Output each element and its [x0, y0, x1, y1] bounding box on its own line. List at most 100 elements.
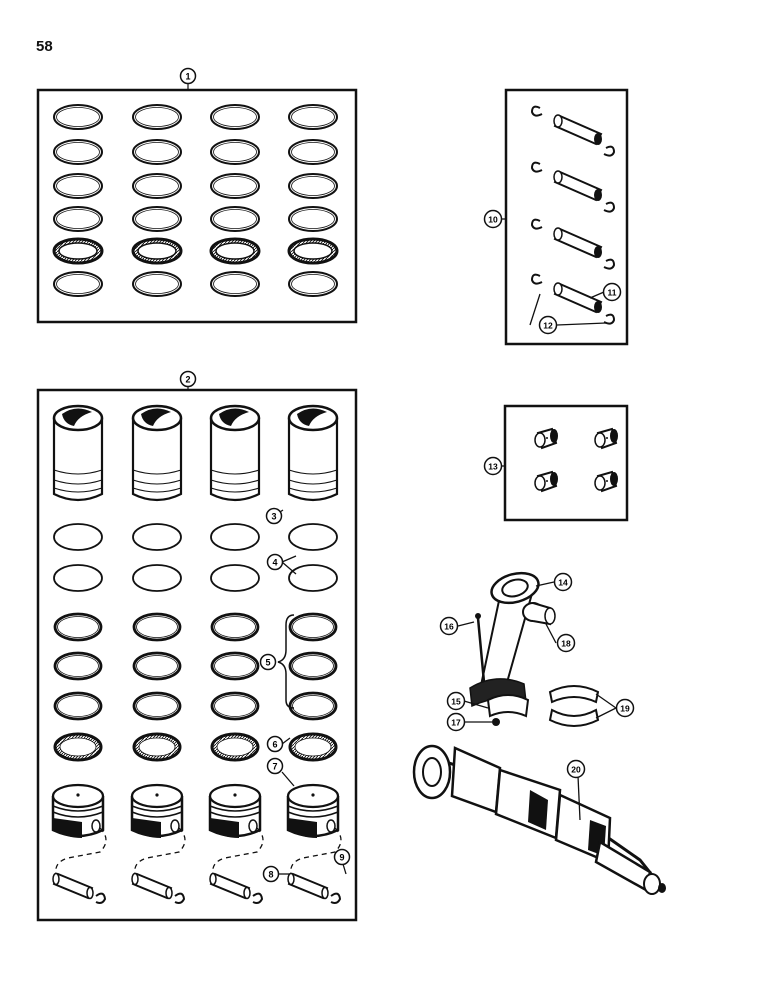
piston-ring	[132, 139, 182, 165]
pin-and-retainer-set	[530, 105, 616, 325]
piston-ring	[135, 107, 179, 127]
sleeve-o-ring	[210, 564, 260, 592]
svg-text:20: 20	[571, 765, 581, 775]
bushing	[610, 429, 618, 443]
piston-ring	[53, 139, 103, 165]
callout-10: 10	[483, 209, 503, 229]
piston-ring	[132, 271, 182, 297]
piston-ring	[291, 176, 335, 196]
pin-retainer	[603, 145, 616, 157]
piston-ring	[132, 104, 182, 130]
svg-text:7: 7	[272, 762, 277, 772]
bushing	[606, 480, 608, 482]
svg-text:1: 1	[185, 72, 190, 82]
svg-text:9: 9	[339, 853, 344, 863]
svg-text:16: 16	[444, 622, 454, 632]
bushing	[594, 432, 606, 448]
piston	[290, 827, 342, 875]
piston-ring	[59, 737, 97, 757]
piston	[212, 827, 264, 875]
svg-text:6: 6	[272, 740, 277, 750]
connecting-rod	[469, 571, 540, 708]
piston	[311, 793, 315, 797]
bushing	[546, 437, 548, 439]
piston-ring	[210, 271, 260, 297]
piston-pin	[131, 872, 139, 886]
callout-15: 15	[446, 691, 466, 711]
svg-text:18: 18	[561, 639, 571, 649]
piston-pin	[594, 301, 602, 313]
callout-4: 4	[266, 553, 284, 571]
cylinder-sleeve	[132, 487, 182, 493]
piston-ring	[56, 107, 100, 127]
piston	[91, 819, 101, 833]
piston-ring	[135, 209, 179, 229]
svg-text:8: 8	[268, 870, 273, 880]
sleeve-o-ring	[53, 564, 103, 592]
svg-text:4: 4	[272, 558, 277, 568]
cylinder-sleeve	[288, 469, 338, 475]
sleeve-o-ring	[132, 523, 182, 551]
callout-17: 17	[446, 712, 466, 732]
piston-rings	[53, 612, 338, 762]
cylinder-sleeve	[132, 479, 182, 485]
piston	[52, 805, 104, 812]
piston-pin	[209, 872, 217, 886]
piston-pin	[321, 886, 329, 900]
piston-ring	[294, 737, 332, 757]
piston-ring	[136, 616, 178, 638]
piston-pin	[52, 872, 60, 886]
svg-text:13: 13	[488, 462, 498, 472]
callout-16: 16	[439, 616, 459, 636]
piston-ring	[135, 142, 179, 162]
pistons	[51, 783, 342, 875]
cylinder-sleeve	[297, 408, 327, 426]
piston-pin	[594, 189, 602, 201]
piston-ring	[57, 616, 99, 638]
callout-20: 20	[566, 759, 586, 779]
piston-ring	[210, 104, 260, 130]
piston	[326, 819, 336, 833]
piston-ring	[137, 242, 177, 260]
piston-pin	[52, 872, 94, 900]
piston-ring	[136, 695, 178, 717]
piston-ring	[292, 616, 334, 638]
piston-ring	[291, 142, 335, 162]
piston	[131, 805, 183, 812]
piston-ring	[288, 271, 338, 297]
piston-ring	[57, 695, 99, 717]
bushing	[550, 472, 558, 486]
piston	[131, 811, 183, 818]
piston-ring-grid	[52, 104, 339, 297]
pin-retainer	[603, 201, 616, 213]
piston-ring	[293, 242, 333, 260]
pin-retainer	[95, 892, 107, 904]
bushing	[606, 437, 608, 439]
piston-ring	[210, 139, 260, 165]
sleeve-o-ring	[288, 523, 338, 551]
piston-pin	[553, 282, 563, 296]
sleeve-o-ring	[132, 564, 182, 592]
piston-ring	[56, 176, 100, 196]
piston-ring	[210, 173, 260, 199]
piston-ring	[292, 695, 334, 717]
piston-ring	[213, 209, 257, 229]
piston	[76, 793, 80, 797]
pin-retainer	[252, 892, 264, 904]
svg-text:15: 15	[451, 697, 461, 707]
callout-14: 14	[553, 572, 573, 592]
piston	[55, 827, 107, 875]
sleeve-o-ring	[288, 564, 338, 592]
svg-text:3: 3	[271, 512, 276, 522]
ring-set-panel	[36, 83, 358, 324]
pin-retainer	[330, 892, 342, 904]
piston-ring	[291, 209, 335, 229]
cylinder-sleeve	[210, 469, 260, 475]
piston	[209, 805, 261, 812]
piston	[134, 827, 186, 875]
piston-ring	[288, 104, 338, 130]
svg-text:11: 11	[608, 288, 617, 298]
piston-ring	[288, 206, 338, 232]
cylinder-sleeve	[209, 418, 261, 502]
piston-ring	[132, 206, 182, 232]
